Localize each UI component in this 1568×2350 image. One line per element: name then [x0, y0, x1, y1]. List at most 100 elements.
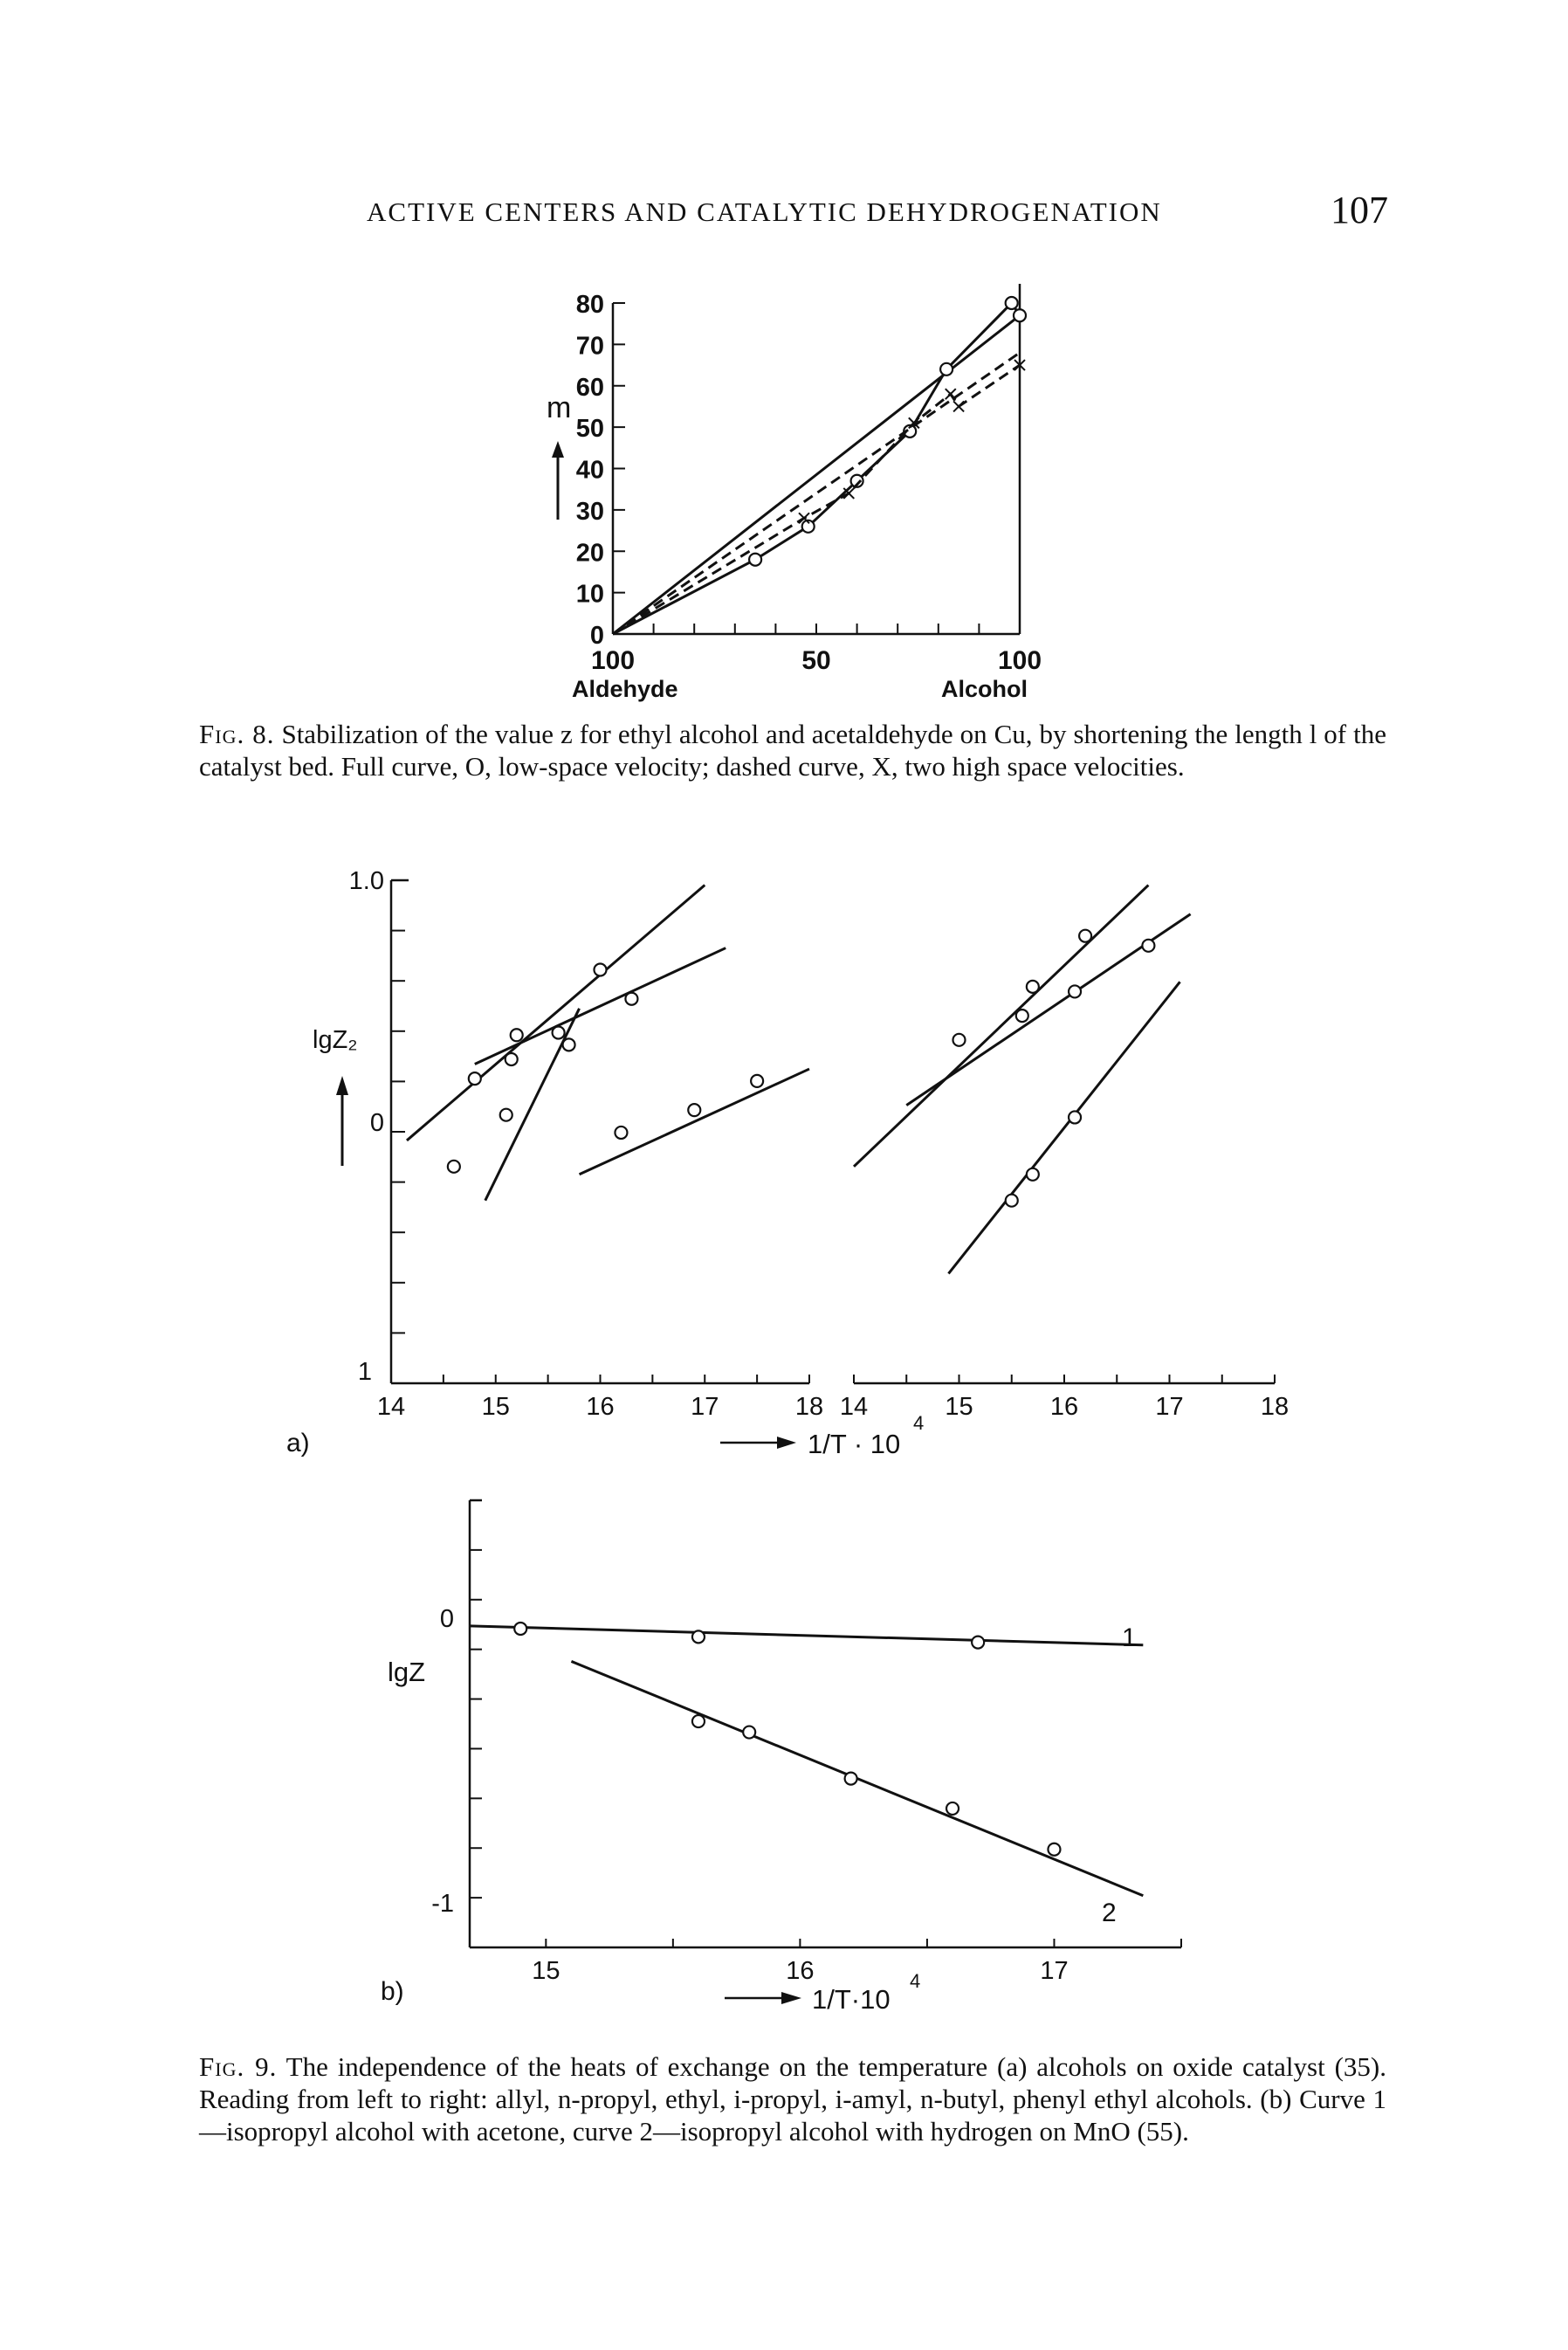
fig8-y-tick-label: 20	[576, 539, 604, 567]
fig8-y-tick-label: 0	[590, 622, 604, 650]
fig9b-panel-label: b)	[381, 1977, 404, 2006]
fig9a-panel-label: a)	[286, 1429, 310, 1458]
fig8-y-tick-label: 70	[576, 332, 604, 360]
fig9a-left-point	[624, 991, 639, 1006]
fig8-series-1-line	[612, 314, 1021, 636]
fig8-y-tick-label: 40	[576, 457, 604, 485]
fig9a-x-arrow	[720, 1437, 796, 1449]
fig8-cross-point-a	[798, 512, 810, 525]
fig8-cross-point	[908, 417, 920, 430]
fig8-x-end-right: Alcohol	[941, 676, 1028, 702]
fig9a-left-point	[593, 962, 608, 977]
fig9b-x-tick-label: 16	[786, 1957, 814, 1985]
fig9a-left-point	[467, 1072, 482, 1086]
fig9a-left-point	[551, 1025, 566, 1040]
fig9a-x-tick-label: 14	[840, 1393, 868, 1421]
fig8-y-tick-label: 10	[576, 581, 604, 609]
fig9a-right-point	[1014, 1009, 1029, 1023]
fig9b-curve-2-point	[1047, 1842, 1062, 1857]
running-title: ACTIVE CENTERS AND CATALYTIC DEHYDROGENA…	[367, 196, 1162, 227]
fig9a-left-point	[504, 1051, 519, 1067]
fig9a-right-point	[1025, 1167, 1040, 1182]
fig9b-y-tick-label: -1	[431, 1890, 454, 1918]
page-header: ACTIVE CENTERS AND CATALYTIC DEHYDROGENA…	[175, 179, 1388, 231]
fig8-x-tick-label: 100	[591, 646, 635, 675]
fig8-series-4-line	[612, 363, 1021, 636]
fig8-x-tick-label: 100	[998, 646, 1042, 675]
fig9a-y-label: lgZ₂	[313, 1026, 358, 1054]
fig9a-left-point	[509, 1028, 524, 1043]
fig9a-x-tick-label: 15	[482, 1393, 510, 1421]
fig9b-curve-1-point	[691, 1630, 706, 1644]
fig9b-curve-2-point	[742, 1725, 757, 1740]
fig9a-right-point	[1025, 979, 1040, 994]
fig9b-curve-2-point	[691, 1713, 706, 1729]
fig9a-left-fit-line-4	[578, 1067, 810, 1176]
fig9a-x-tick-label: 18	[795, 1393, 823, 1421]
fig8-y-tick-label: 30	[576, 498, 604, 526]
fig9a-x-label: 1/T · 10	[808, 1429, 900, 1459]
fig9a-y-tick-label: 1.0	[349, 867, 384, 895]
fig9a-x-tick-label: 17	[691, 1393, 719, 1421]
fig9b-curve-1-point	[971, 1635, 986, 1650]
fig9b-x-tick-label: 15	[532, 1957, 560, 1985]
fig9b-curve-2-line	[570, 1660, 1144, 1898]
fig8-cross-point	[798, 512, 810, 525]
fig8-circle-point	[747, 552, 763, 567]
fig8-y-tick-label: 60	[576, 374, 604, 402]
fig8-circle-point	[849, 473, 864, 488]
fig9a-left-point	[446, 1159, 461, 1174]
fig8-y-tick-label: 80	[576, 291, 604, 319]
fig9b-curve-2-point	[945, 1801, 960, 1816]
fig9a-right-point	[952, 1032, 966, 1047]
fig9a-y-tick-label: 0	[370, 1109, 384, 1137]
fig9a-left-point	[614, 1125, 629, 1141]
fig9b-y-tick-label: 0	[440, 1605, 454, 1633]
fig8-cross-point-b	[1014, 359, 1026, 371]
fig8-series-3-line	[612, 351, 1021, 636]
fig8-cross-point	[842, 487, 855, 500]
fig9a-right-fit-line-2	[905, 913, 1192, 1106]
fig8-circle-point	[801, 519, 815, 534]
fig9-caption-label: Fig. 9.	[199, 2051, 278, 2082]
fig9a-x-tick-label: 15	[945, 1393, 973, 1421]
fig9a-left-point	[561, 1037, 576, 1052]
fig9a-right-point	[1141, 938, 1156, 953]
fig9a-left-point	[750, 1073, 765, 1089]
fig8-circle-point	[1004, 295, 1019, 311]
fig8-x-end-left: Aldehyde	[572, 676, 678, 702]
fig8-cross-point-a	[1014, 359, 1026, 371]
fig8-cross-point-b	[798, 512, 810, 525]
fig9a-y-tick-label: 1	[358, 1358, 372, 1386]
fig9b-curve-1-point	[513, 1621, 528, 1637]
fig9a-right-point	[1077, 928, 1093, 943]
fig8-cross-point	[945, 388, 957, 400]
fig8-y-arrow	[552, 441, 564, 520]
fig9b-y-label: lgZ	[388, 1657, 425, 1687]
fig9a-left-fit-line-3	[484, 1008, 581, 1202]
fig9a-right-point	[1067, 984, 1083, 999]
fig9b-curve-2-point	[843, 1771, 858, 1786]
fig9a-right-point	[1004, 1193, 1019, 1208]
fig9a-left-fit-line-2	[474, 947, 726, 1065]
fig9a-x-tick-label: 16	[586, 1393, 614, 1421]
fig9a-left-point	[499, 1107, 513, 1122]
fig9b-curve-label-1: 1	[1122, 1623, 1137, 1652]
fig8-cross-point-a	[945, 388, 957, 400]
fig8-cross-point-b	[945, 388, 957, 400]
fig8-circle-point	[939, 362, 954, 376]
fig9a-right-fit-line-1	[852, 884, 1150, 1168]
fig9a-x-tick-label: 17	[1155, 1393, 1183, 1421]
fig9b-x-label-exp: 4	[910, 1970, 920, 1992]
fig8-circle-point	[1012, 308, 1028, 323]
fig8-y-label: m	[547, 391, 571, 424]
fig9a-right-point	[1067, 1110, 1083, 1125]
page-number: 107	[1331, 189, 1388, 231]
fig9b-x-arrow	[725, 1992, 801, 2004]
fig9b-curve-1-line	[469, 1624, 1144, 1647]
fig9a-left-point	[687, 1103, 702, 1118]
fig8-y-tick-label: 50	[576, 415, 604, 443]
fig9-caption: Fig. 9. The independence of the heats of…	[199, 2050, 1386, 2147]
